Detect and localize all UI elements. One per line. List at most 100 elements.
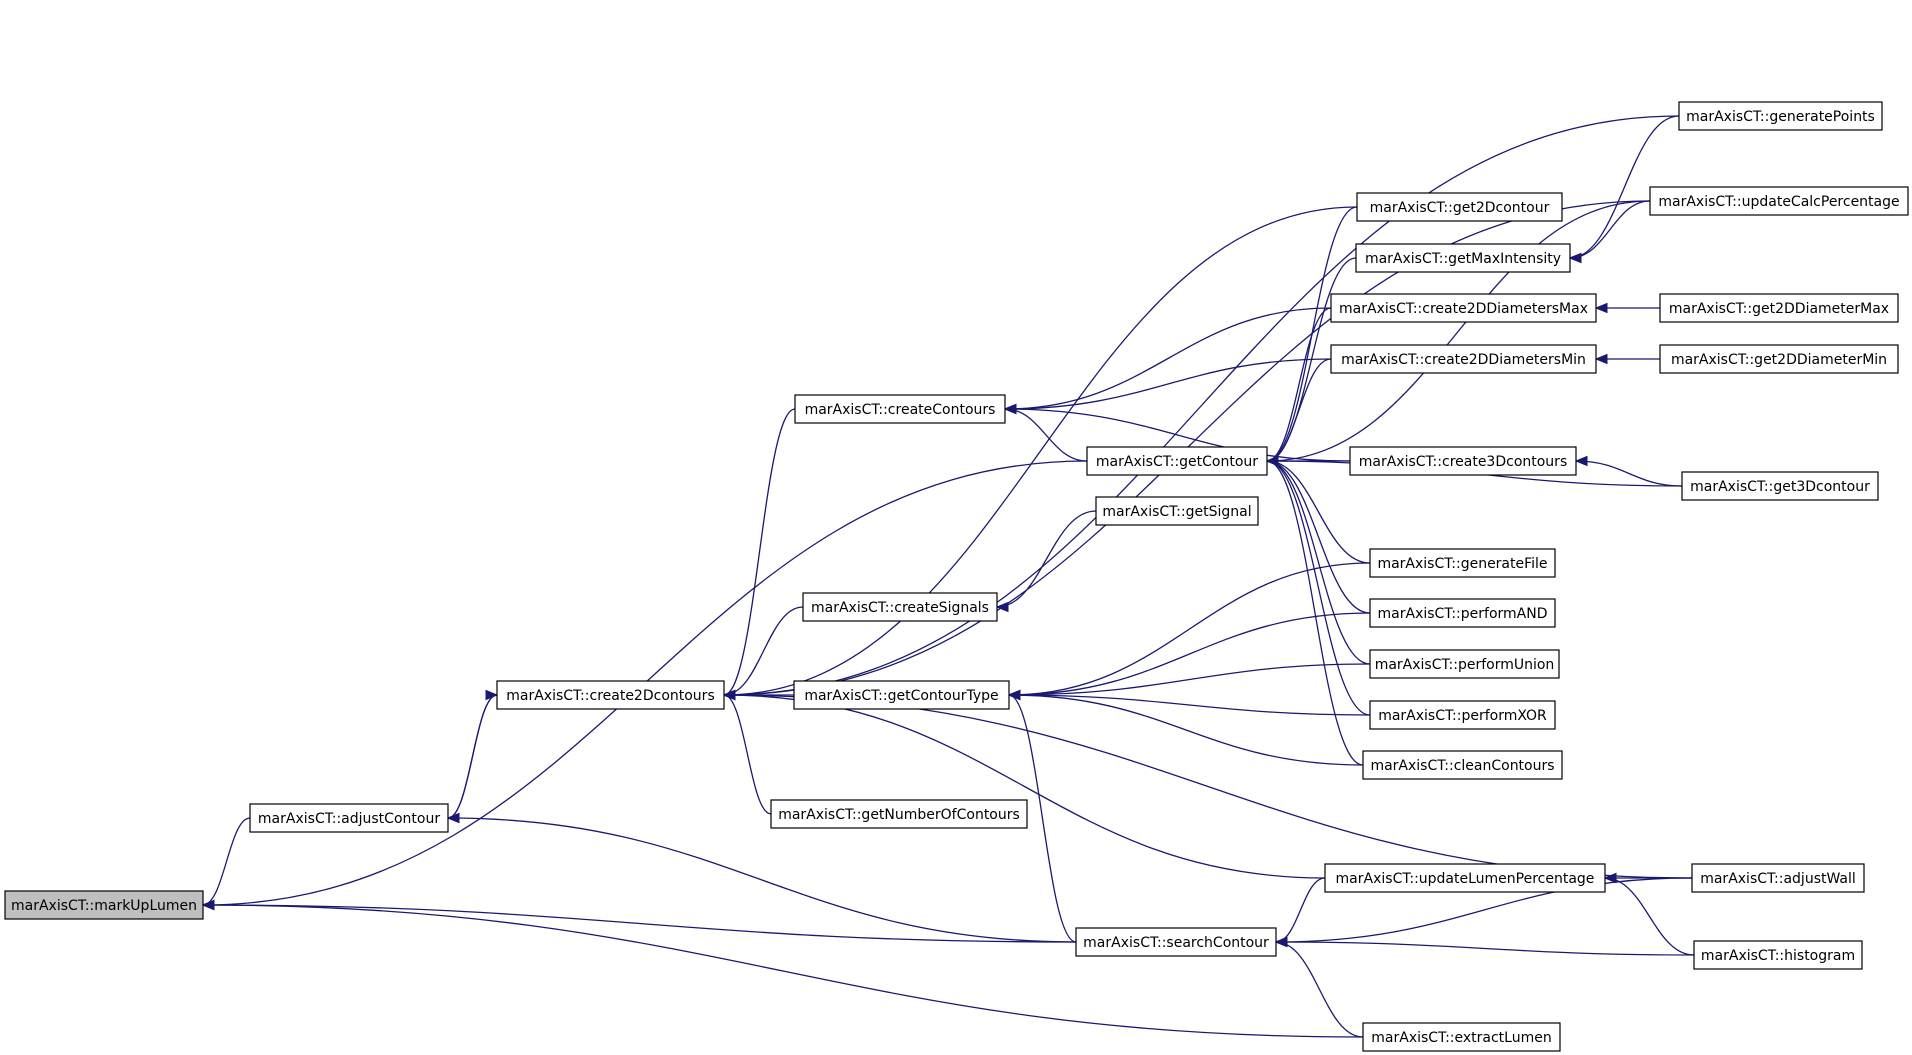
node-performAND[interactable]: marAxisCT::performAND <box>1369 598 1556 628</box>
edge-layer <box>201 115 1695 1038</box>
edge-createContours-to-create2Dcontours <box>723 408 796 696</box>
node-box <box>1095 496 1259 526</box>
node-box <box>770 799 1028 829</box>
arrowhead-getSignal-to-createSignals <box>995 601 1009 613</box>
edge-updateLumenPercentage-to-searchContour <box>1275 877 1326 943</box>
node-create2Dcontours[interactable]: marAxisCT::create2Dcontours <box>496 680 725 710</box>
node-box <box>1369 649 1560 679</box>
node-box <box>802 592 998 622</box>
node-histogram[interactable]: marAxisCT::histogram <box>1693 940 1863 970</box>
node-get3Dcontour[interactable]: marAxisCT::get3Dcontour <box>1681 471 1879 501</box>
node-performUnion[interactable]: marAxisCT::performUnion <box>1369 649 1560 679</box>
edge-create2DDiametersMin-to-createContours <box>1004 358 1332 410</box>
node-create2DDiametersMax[interactable]: marAxisCT::create2DDiametersMax <box>1330 293 1597 323</box>
node-getNumberOfContours[interactable]: marAxisCT::getNumberOfContours <box>770 799 1028 829</box>
node-createContours[interactable]: marAxisCT::createContours <box>794 394 1006 424</box>
node-performXOR[interactable]: marAxisCT::performXOR <box>1369 700 1556 730</box>
node-label: marAxisCT::get2DDiameterMin <box>1671 352 1887 368</box>
node-updateCalcPercentage[interactable]: marAxisCT::updateCalcPercentage <box>1649 186 1909 216</box>
edge-performXOR-to-getContour <box>1266 460 1371 716</box>
node-box <box>1330 293 1597 323</box>
node-box <box>794 394 1006 424</box>
node-label: marAxisCT::cleanContours <box>1370 758 1554 774</box>
node-generatePoints[interactable]: marAxisCT::generatePoints <box>1678 101 1883 131</box>
node-getMaxIntensity[interactable]: marAxisCT::getMaxIntensity <box>1355 243 1571 273</box>
node-label: marAxisCT::create3Dcontours <box>1359 454 1567 470</box>
node-label: marAxisCT::performXOR <box>1378 708 1547 724</box>
node-label: marAxisCT::get2Dcontour <box>1370 200 1550 216</box>
edge-histogram-to-searchContour <box>1275 941 1695 956</box>
node-label: marAxisCT::updateLumenPercentage <box>1336 871 1595 887</box>
node-create2DDiametersMin[interactable]: marAxisCT::create2DDiametersMin <box>1330 344 1597 374</box>
edge-performUnion-to-getContour <box>1266 460 1371 665</box>
edge-getContour-to-createContours <box>1004 408 1088 462</box>
node-box <box>1355 243 1571 273</box>
arrowhead-get2DDiameterMin-to-create2DDiametersMin <box>1594 353 1608 365</box>
node-getSignal[interactable]: marAxisCT::getSignal <box>1095 496 1259 526</box>
node-box <box>1659 293 1899 323</box>
arrowhead-cleanContours-to-getContourType <box>1007 689 1021 701</box>
node-box <box>1324 863 1606 893</box>
node-create3Dcontours[interactable]: marAxisCT::create3Dcontours <box>1349 446 1577 476</box>
node-box <box>1691 863 1865 893</box>
node-box <box>1649 186 1909 216</box>
node-box <box>1356 192 1563 222</box>
node-label: marAxisCT::searchContour <box>1083 935 1269 951</box>
node-adjustContour[interactable]: marAxisCT::adjustContour <box>249 803 449 833</box>
node-label: marAxisCT::generateFile <box>1377 556 1547 572</box>
node-generateFile[interactable]: marAxisCT::generateFile <box>1369 548 1556 578</box>
node-label: marAxisCT::create2DDiametersMax <box>1339 301 1588 317</box>
node-box <box>1349 446 1577 476</box>
edge-updateCalcPercentage-to-getMaxIntensity <box>1569 200 1651 259</box>
node-box <box>1075 927 1277 957</box>
edge-extractLumen-to-markUpLumen <box>202 904 1364 1038</box>
edge-getSignal-to-createSignals <box>996 510 1097 608</box>
node-get2DDiameterMax[interactable]: marAxisCT::get2DDiameterMax <box>1659 293 1899 323</box>
node-cleanContours[interactable]: marAxisCT::cleanContours <box>1362 750 1563 780</box>
node-get2Dcontour[interactable]: marAxisCT::get2Dcontour <box>1356 192 1563 222</box>
node-markUpLumen[interactable]: marAxisCT::markUpLumen <box>4 890 204 920</box>
edge-cleanContours-to-getContourType <box>1008 694 1364 766</box>
edge-generatePoints-to-create2Dcontours <box>723 115 1680 696</box>
edge-generatePoints-to-getMaxIntensity <box>1569 115 1680 259</box>
node-label: marAxisCT::getMaxIntensity <box>1365 251 1561 267</box>
arrowhead-cleanContours-to-getContour <box>1265 455 1279 467</box>
node-createSignals[interactable]: marAxisCT::createSignals <box>802 592 998 622</box>
node-extractLumen[interactable]: marAxisCT::extractLumen <box>1362 1022 1561 1052</box>
node-get2DDiameterMin[interactable]: marAxisCT::get2DDiameterMin <box>1659 344 1899 374</box>
node-box <box>496 680 725 710</box>
node-searchContour[interactable]: marAxisCT::searchContour <box>1075 927 1277 957</box>
edge-searchContour-to-markUpLumen <box>202 904 1077 943</box>
node-label: marAxisCT::createSignals <box>811 600 989 616</box>
node-label: marAxisCT::markUpLumen <box>11 898 197 914</box>
edge-create2DDiametersMax-to-getContour <box>1266 307 1332 462</box>
node-box <box>1330 344 1597 374</box>
arrowhead-get3Dcontour-to-create3Dcontours <box>1574 455 1588 467</box>
node-updateLumenPercentage[interactable]: marAxisCT::updateLumenPercentage <box>1324 863 1606 893</box>
node-label: marAxisCT::extractLumen <box>1371 1030 1551 1046</box>
node-label: marAxisCT::get2DDiameterMax <box>1669 301 1889 317</box>
node-label: marAxisCT::getContour <box>1096 454 1258 470</box>
edge-performAND-to-getContourType <box>1008 612 1371 696</box>
node-box <box>1362 1022 1561 1052</box>
edge-performUnion-to-getContourType <box>1008 663 1371 696</box>
node-label: marAxisCT::adjustContour <box>258 811 440 827</box>
node-adjustWall[interactable]: marAxisCT::adjustWall <box>1691 863 1865 893</box>
node-box <box>1681 471 1879 501</box>
node-label: marAxisCT::getNumberOfContours <box>778 807 1020 823</box>
node-label: marAxisCT::create2DDiametersMin <box>1341 352 1586 368</box>
edge-performAND-to-getContour <box>1266 460 1371 614</box>
node-box <box>4 890 204 920</box>
node-box <box>793 680 1010 710</box>
node-getContourType[interactable]: marAxisCT::getContourType <box>793 680 1010 710</box>
node-label: marAxisCT::performAND <box>1378 606 1548 622</box>
edge-adjustContour-to-markUpLumen <box>202 817 251 906</box>
node-box <box>1362 750 1563 780</box>
node-getContour[interactable]: marAxisCT::getContour <box>1086 446 1268 476</box>
arrowhead-extractLumen-to-searchContour <box>1274 936 1288 948</box>
edge-performXOR-to-getContourType <box>1008 694 1371 716</box>
edge-get2Dcontour-to-create2Dcontours <box>723 206 1358 696</box>
node-label: marAxisCT::getSignal <box>1102 504 1251 520</box>
arrowhead-adjustWall-to-create2Dcontours <box>722 689 736 701</box>
